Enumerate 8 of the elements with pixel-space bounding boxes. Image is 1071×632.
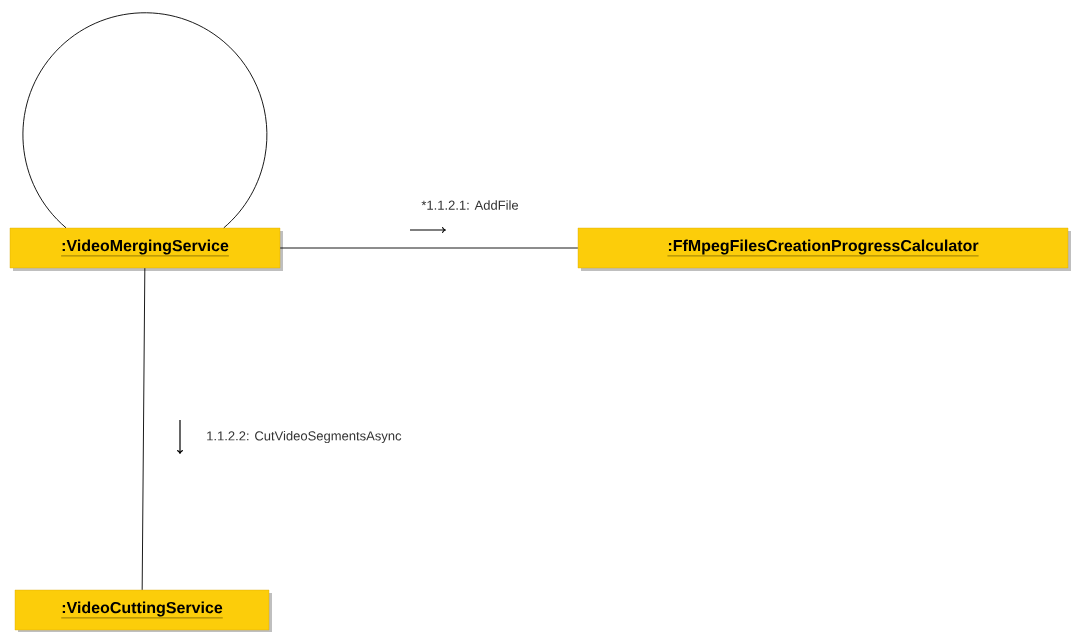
message-label: 1.1.2.2: CutVideoSegmentsAsync xyxy=(205,429,403,445)
self-loop-line xyxy=(22,12,268,229)
object-box: :VideoMergingService xyxy=(9,227,281,269)
message-label: *1.1.2.1: AddFile xyxy=(420,199,520,211)
connector-line xyxy=(141,267,146,591)
object-box: :FfMpegFilesCreationProgressCalculator xyxy=(577,227,1069,269)
connector-line xyxy=(279,247,579,249)
object-box: :VideoCuttingService xyxy=(14,589,270,631)
